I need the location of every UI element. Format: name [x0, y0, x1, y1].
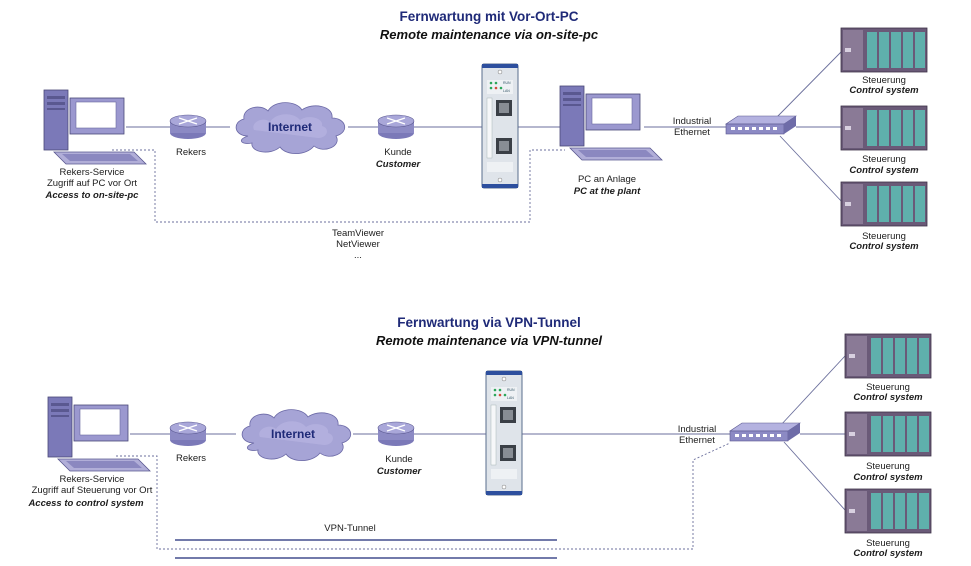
kunde-router-icon [377, 114, 415, 140]
top-industrial-label: Industrial [673, 116, 712, 127]
top-ethernet-label: Ethernet [674, 127, 710, 138]
top-steuerung-1: Steuerung [862, 75, 906, 86]
top-title: Fernwartung mit Vor-Ort-PC [399, 9, 578, 24]
netviewer-label: NetViewer [336, 239, 380, 250]
top-control-2: Control system [849, 165, 919, 176]
top-steuerung-2: Steuerung [862, 154, 906, 165]
top-kunde-en: Customer [376, 159, 422, 170]
plc-icon [840, 181, 928, 227]
bottom-industrial-label: Industrial [678, 424, 717, 435]
plc-icon [844, 411, 932, 457]
bottom-kunde-label: Kunde [385, 454, 412, 465]
rekers-router-icon [169, 421, 207, 447]
bottom-ethernet-label: Ethernet [679, 435, 715, 446]
top-subtitle: Remote maintenance via on-site-pc [380, 27, 599, 42]
top-service-desc: Zugriff auf PC vor Ort [47, 178, 137, 189]
bottom-service-en: Access to control system [27, 498, 144, 509]
bottom-steuerung-3: Steuerung [866, 538, 910, 549]
rekers-router-icon [169, 114, 207, 140]
plc-icon [840, 105, 928, 151]
bottom-title: Fernwartung via VPN-Tunnel [397, 315, 581, 330]
bottom-steuerung-1: Steuerung [866, 382, 910, 393]
gateway-device-icon [485, 370, 523, 496]
bottom-diagram: Fernwartung via VPN-Tunnel Remote mainte… [27, 315, 932, 559]
top-control-1: Control system [849, 85, 919, 96]
top-internet-label: Internet [268, 120, 312, 134]
plc-icon [844, 333, 932, 379]
ethernet-switch-icon [729, 422, 801, 442]
ethernet-switch-icon [725, 115, 797, 135]
top-pc-label: PC an Anlage [578, 174, 636, 185]
teamviewer-label: TeamViewer [332, 228, 384, 239]
bottom-subtitle: Remote maintenance via VPN-tunnel [376, 333, 602, 348]
top-control-3: Control system [849, 241, 919, 252]
plc-icon [844, 488, 932, 534]
gateway-device-icon [481, 63, 519, 189]
vpn-tunnel-label: VPN-Tunnel [324, 523, 375, 534]
top-kunde-label: Kunde [384, 147, 411, 158]
top-diagram: Fernwartung mit Vor-Ort-PC Remote mainte… [43, 9, 928, 261]
bottom-kunde-en: Customer [377, 466, 423, 477]
bottom-control-2: Control system [853, 472, 923, 483]
top-pc-en: PC at the plant [574, 186, 641, 197]
plant-pc-icon [559, 85, 663, 161]
bottom-service-label: Rekers-Service [60, 474, 125, 485]
bottom-control-3: Control system [853, 548, 923, 559]
ellipsis-label: ... [354, 250, 362, 261]
plc-icon [840, 27, 928, 73]
bottom-steuerung-2: Steuerung [866, 461, 910, 472]
bottom-rekers-label: Rekers [176, 453, 206, 464]
bottom-service-desc: Zugriff auf Steuerung vor Ort [32, 485, 153, 496]
top-steuerung-3: Steuerung [862, 231, 906, 242]
top-service-label: Rekers-Service [60, 167, 125, 178]
bottom-internet-label: Internet [271, 427, 315, 441]
kunde-router-icon [377, 421, 415, 447]
bottom-control-1: Control system [853, 392, 923, 403]
top-service-en: Access to on-site-pc [45, 190, 140, 201]
top-rekers-label: Rekers [176, 147, 206, 158]
